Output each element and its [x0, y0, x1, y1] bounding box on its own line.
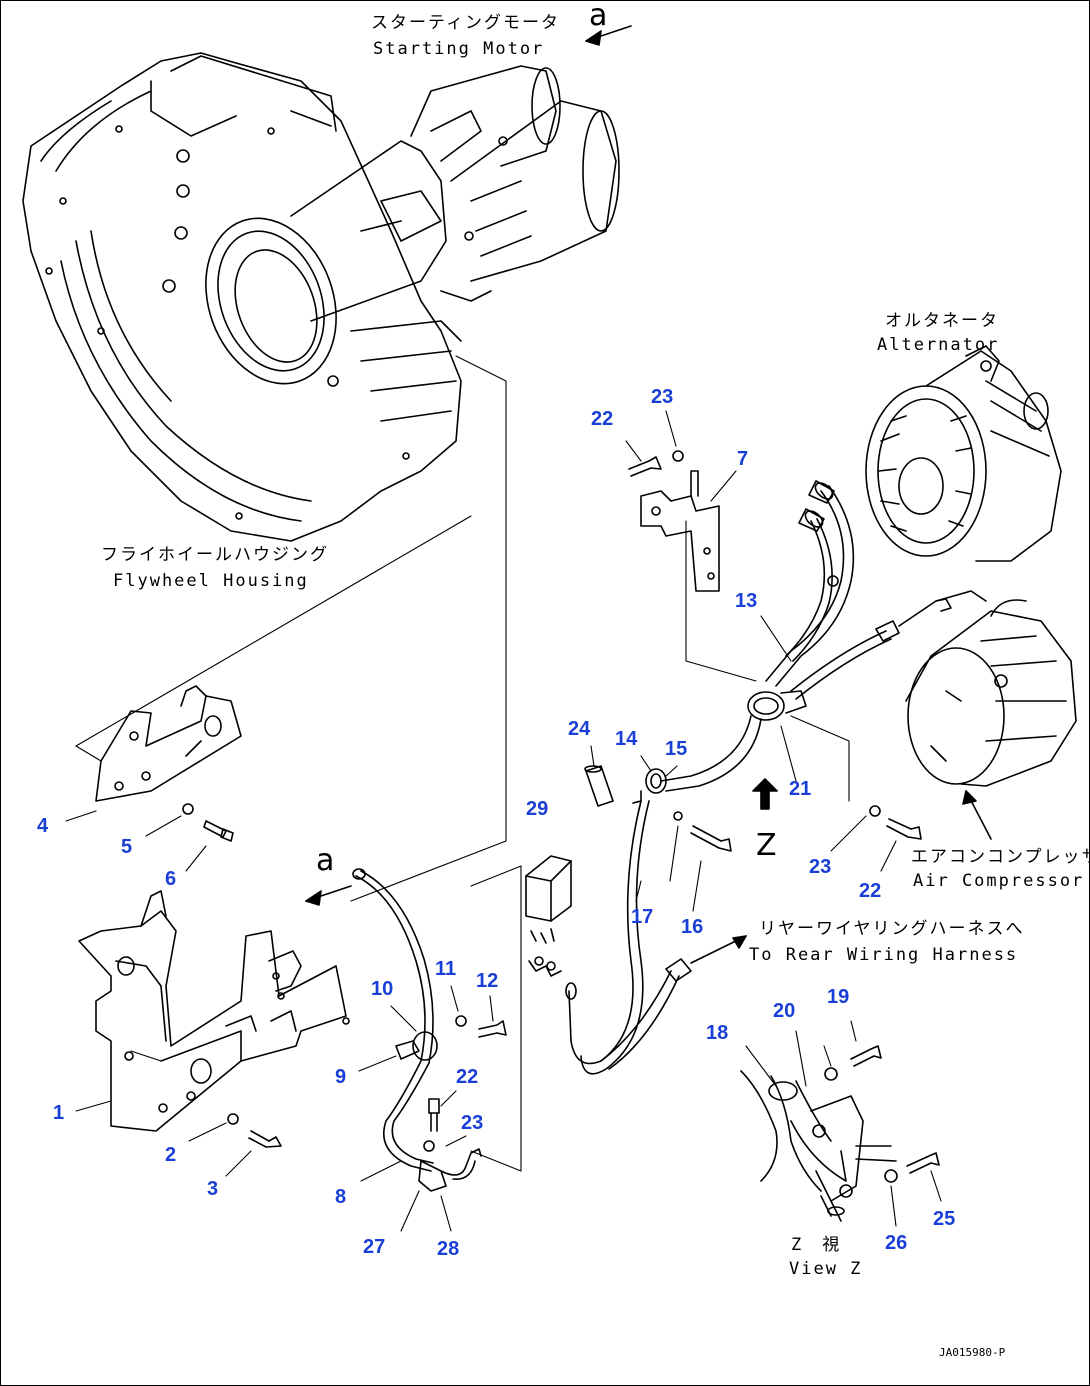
callout-6: 6: [165, 868, 177, 890]
harness-13: [660, 480, 987, 792]
bolt-19: [824, 1045, 882, 1081]
view-z-label-en: View Z: [789, 1259, 863, 1279]
arrow-a-top: [585, 25, 632, 46]
callout-20: 20: [773, 1000, 796, 1022]
callout-14: 14: [615, 728, 638, 750]
flywheel-housing-label-en: Flywheel Housing: [113, 571, 309, 591]
callout-7: 7: [737, 448, 749, 470]
bolt-22-left: [423, 1098, 440, 1152]
callout-22-right: 22: [859, 880, 882, 902]
alternator: [865, 345, 1062, 562]
arrow-z: [752, 778, 778, 810]
bolt-16: [673, 811, 732, 852]
callout-4: 4: [37, 815, 49, 837]
clamp-14-15: [632, 768, 667, 804]
callout-23-left: 23: [461, 1112, 484, 1134]
callout-10: 10: [371, 978, 394, 1000]
view-z-label-jp: Z 視: [791, 1235, 842, 1255]
air-compressor: [905, 599, 1077, 787]
arrow-air-compressor: [962, 790, 992, 840]
callout-3: 3: [207, 1178, 219, 1200]
flywheel-housing: [22, 52, 462, 542]
spacer-24: [584, 765, 614, 807]
callout-1: 1: [53, 1102, 65, 1124]
callout-leaders: [65, 410, 942, 1232]
rear-harness-label-en: To Rear Wiring Harness: [749, 945, 1019, 965]
cable-17: [565, 800, 747, 1075]
alternator-label-jp: オルタネータ: [885, 311, 999, 331]
callout-11: 11: [435, 958, 457, 980]
callout-23-right: 23: [809, 856, 832, 878]
callout-17: 17: [631, 906, 654, 928]
callout-18: 18: [706, 1022, 729, 1044]
z-view-label: Z: [756, 828, 777, 863]
bracket-4: [95, 685, 242, 802]
starting-motor: [290, 65, 620, 322]
callout-9: 9: [335, 1066, 347, 1088]
cable-8: [352, 868, 482, 1192]
bolt-22-right: [869, 805, 922, 840]
callout-12: 12: [476, 970, 499, 992]
bracket-7: [640, 470, 720, 592]
bolt-3: [227, 1113, 282, 1148]
alternator-label-en: Alternator: [877, 335, 1000, 355]
callout-28: 28: [437, 1238, 460, 1260]
bolt-25: [884, 1152, 940, 1183]
starting-motor-label-en: Starting Motor: [373, 39, 545, 59]
callout-26: 26: [885, 1232, 908, 1254]
view-z-detail: [740, 1070, 897, 1222]
arrow-a-top-label: a: [589, 0, 608, 33]
callout-13: 13: [735, 590, 758, 612]
callout-22-left: 22: [456, 1066, 479, 1088]
starting-motor-label-jp: スターティングモータ: [371, 13, 560, 33]
bracket-1: [78, 890, 350, 1132]
bolt-22-top: [628, 450, 684, 477]
bolt-12: [455, 1015, 507, 1038]
bolt-6: [182, 803, 234, 842]
callout-21: 21: [789, 778, 812, 800]
callout-24: 24: [568, 718, 591, 740]
relay-29: [525, 855, 572, 977]
callout-8: 8: [335, 1186, 347, 1208]
callout-27: 27: [363, 1236, 386, 1258]
drawing-reference: JA015980-P: [939, 1346, 1006, 1359]
air-compressor-label-en: Air Compressor: [913, 871, 1085, 891]
callout-16: 16: [681, 916, 704, 938]
arrow-a-mid-label: a: [316, 843, 335, 878]
callout-5: 5: [121, 836, 133, 858]
callout-29: 29: [526, 798, 549, 820]
callout-23-top: 23: [651, 386, 674, 408]
callout-22-top: 22: [591, 408, 614, 430]
rear-harness-label-jp: リヤーワイヤリングハーネスへ: [759, 919, 1025, 939]
callout-15: 15: [665, 738, 688, 760]
flywheel-housing-label-jp: フライホイールハウジング: [101, 545, 329, 565]
arrow-a-mid: [305, 885, 352, 906]
air-compressor-label-jp: エアコンコンプレッサ: [911, 847, 1090, 867]
callout-19: 19: [827, 986, 850, 1008]
callout-2: 2: [165, 1144, 177, 1166]
callout-25: 25: [933, 1208, 956, 1230]
